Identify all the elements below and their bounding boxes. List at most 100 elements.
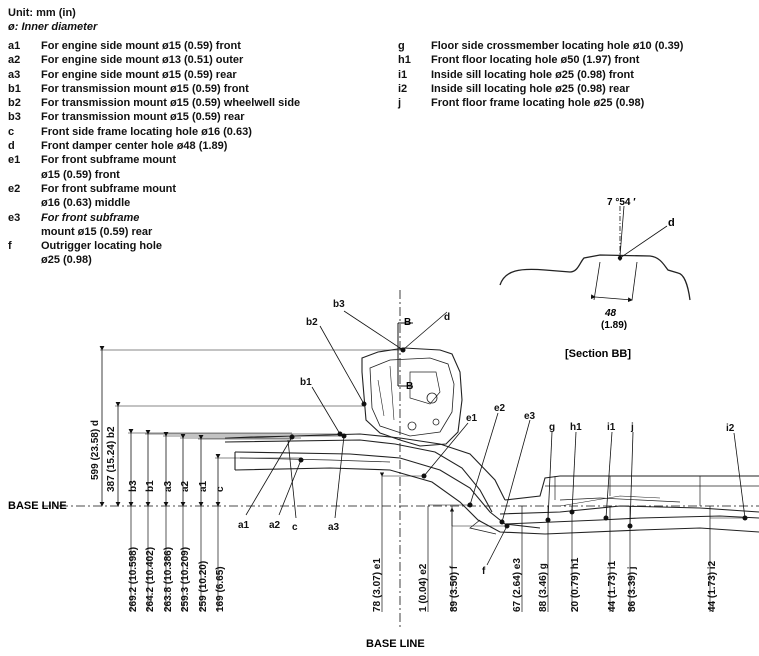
legend-text: Front floor frame locating hole ø25 (0.9… bbox=[431, 97, 645, 110]
label-f: f bbox=[482, 566, 486, 577]
upper-dim-d: 599 (23.58) d bbox=[90, 420, 101, 480]
legend-text: For transmission mount ø15 (0.59) rear bbox=[41, 111, 245, 124]
label-a2: a2 bbox=[269, 520, 281, 531]
legend-left: a1 For engine side mount ø15 (0.59) front… bbox=[8, 39, 300, 268]
section-bb-inset: 7 °54 ′ d 48 (1.89) [Section BB] bbox=[499, 197, 691, 360]
label-b1: b1 bbox=[300, 377, 312, 388]
label-e1: e1 bbox=[466, 413, 478, 424]
label-g: g bbox=[549, 422, 555, 433]
lower-dimension-texts: 269.2 (10.598) 264.2 (10.402) 263.8 (10.… bbox=[128, 547, 718, 612]
legend-text: For engine side mount ø13 (0.51) outer bbox=[41, 54, 244, 67]
legend-code: b2 bbox=[8, 97, 21, 110]
label-c: c bbox=[292, 522, 298, 533]
lower-dim-b1: 264.2 (10.402) bbox=[145, 547, 156, 612]
label-e3: e3 bbox=[524, 411, 536, 422]
legend-code: h1 bbox=[398, 54, 411, 67]
legend-row-b2: b2 For transmission mount ø15 (0.59) whee… bbox=[8, 96, 300, 110]
legend-row-i1: i1 Inside sill locating hole ø25 (0.98) f… bbox=[398, 68, 683, 82]
label-i2: i2 bbox=[726, 423, 735, 434]
upper-dim-c: c bbox=[215, 486, 226, 492]
legend-text: Front floor locating hole ø50 (1.97) fro… bbox=[431, 54, 640, 67]
legend-text: mount ø15 (0.59) rear bbox=[41, 225, 153, 238]
upper-dim-b2: 387 (15.24) b2 bbox=[106, 426, 117, 492]
label-b2: b2 bbox=[306, 317, 318, 328]
legend-text: For front subframe mount bbox=[41, 154, 177, 167]
upper-dim-a3: a3 bbox=[163, 480, 174, 492]
section-bb-angle: 7 °54 ′ bbox=[607, 197, 636, 208]
inner-diameter-note: ø: Inner diameter bbox=[8, 21, 98, 33]
section-bb-caption: [Section BB] bbox=[565, 348, 631, 360]
lower-dim-h1: 20 (0.79) h1 bbox=[570, 557, 581, 612]
unit-note: Unit: mm (in) ø: Inner diameter bbox=[8, 6, 97, 34]
legend-row-d: d Front damper center hole ø48 (1.89) bbox=[8, 139, 300, 153]
label-b3: b3 bbox=[333, 299, 345, 310]
legend-row-e2: ø16 (0.63) middle bbox=[8, 196, 300, 210]
legend-text: For transmission mount ø15 (0.59) wheelw… bbox=[41, 97, 301, 110]
lower-dim-a1: 259 (10.20) bbox=[198, 561, 209, 612]
legend-right: g Floor side crossmember locating hole ø1… bbox=[398, 39, 683, 110]
section-marker-bottom: B bbox=[406, 381, 413, 392]
upper-dim-a1: a1 bbox=[198, 480, 209, 492]
lower-dim-e1: 78 (3.07) e1 bbox=[372, 558, 383, 612]
lower-dim-g: 88 (3.46) g bbox=[538, 563, 549, 612]
lower-dim-j: 86 (3.39) j bbox=[627, 566, 638, 612]
legend-text: Inside sill locating hole ø25 (0.98) fro… bbox=[431, 68, 634, 81]
legend-row-f: ø25 (0.98) bbox=[8, 253, 300, 267]
lower-dim-f: 89 (3.50) f bbox=[449, 565, 460, 612]
lower-dim-a2: 259.3 (10.209) bbox=[180, 547, 191, 612]
lower-dim-a3: 263.8 (10.386) bbox=[163, 547, 174, 612]
leader-lines bbox=[245, 310, 746, 566]
label-a3: a3 bbox=[328, 522, 340, 533]
lower-dim-e2: 1 (0.04) e2 bbox=[418, 563, 429, 612]
section-bb-width-in: (1.89) bbox=[601, 320, 627, 331]
label-a1: a1 bbox=[238, 520, 250, 531]
legend-row-e1: ø15 (0.59) front bbox=[8, 168, 300, 182]
legend-row-i2: i2 Inside sill locating hole ø25 (0.98) r… bbox=[398, 82, 683, 96]
legend-text: Floor side crossmember locating hole ø10… bbox=[431, 40, 684, 52]
base-line-label-bottom: BASE LINE bbox=[366, 638, 425, 650]
legend-text: ø15 (0.59) front bbox=[41, 168, 120, 181]
upper-dim-b3: b3 bbox=[128, 480, 139, 492]
lower-dim-i2: 44 (1.73) i2 bbox=[707, 560, 718, 612]
legend-code: a1 bbox=[8, 40, 21, 52]
section-bb-profile bbox=[499, 254, 691, 301]
point-labels: b3 d b2 b1 e1 e2 e3 g h1 i1 j i2 a1 a2 c… bbox=[238, 299, 735, 577]
legend-code: i2 bbox=[398, 82, 408, 95]
legend-row-a2: a2 For engine side mount ø13 (0.51) outer bbox=[8, 53, 300, 67]
legend-code: i1 bbox=[398, 68, 408, 81]
upper-dimension-texts: 599 (23.58) d 387 (15.24) b2 b3 b1 a3 a2… bbox=[90, 420, 226, 492]
unit-label: Unit: mm (in) bbox=[8, 7, 76, 19]
legend-code: a2 bbox=[8, 54, 21, 67]
section-bb-width: 48 bbox=[604, 308, 617, 319]
upper-dimension-lines bbox=[99, 346, 221, 507]
lower-dim-e3: 67 (2.64) e3 bbox=[512, 558, 523, 612]
legend-text: For engine side mount ø15 (0.59) rear bbox=[41, 68, 237, 81]
legend-code: g bbox=[398, 40, 405, 52]
legend-text: Front damper center hole ø48 (1.89) bbox=[41, 140, 228, 153]
legend-row-a1: a1 For engine side mount ø15 (0.59) front bbox=[8, 39, 300, 53]
lower-dim-i1: 44 (1.73) i1 bbox=[607, 560, 618, 612]
legend-code: b1 bbox=[8, 82, 21, 95]
legend-text: For front subframe bbox=[41, 211, 140, 224]
legend-code: c bbox=[8, 125, 15, 138]
legend-code: e2 bbox=[8, 182, 21, 195]
section-marker-top: B bbox=[404, 317, 411, 328]
legend-text: Front side frame locating hole ø16 (0.63… bbox=[41, 125, 252, 138]
section-bb-point: d bbox=[668, 217, 675, 229]
legend-text: Inside sill locating hole ø25 (0.98) rea… bbox=[431, 82, 630, 95]
legend-code: d bbox=[8, 140, 15, 153]
legend-text: For engine side mount ø15 (0.59) front bbox=[41, 40, 241, 52]
label-j: j bbox=[630, 422, 634, 433]
lower-dim-c: 169 (6.65) bbox=[215, 566, 226, 612]
upper-dim-b1: b1 bbox=[145, 480, 156, 492]
